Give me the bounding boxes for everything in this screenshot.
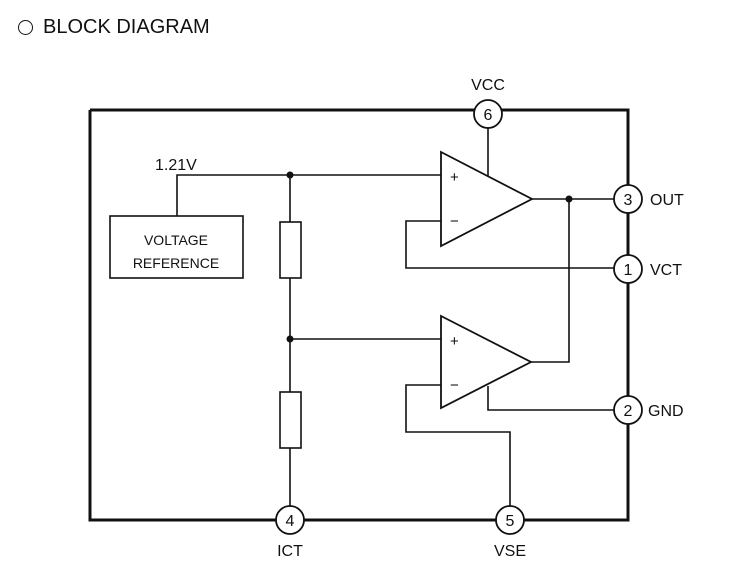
pin-2-number: 2 [624,403,633,420]
pin-1-circle [613,254,643,284]
pin-6-number: 6 [484,107,493,124]
junction-dot [286,171,294,179]
pin-5-circle [495,505,525,535]
ic-package-outline [88,108,630,522]
pin-4-number: 4 [286,513,295,530]
junction-dot [565,195,573,203]
resistor-upper [279,221,302,279]
diagram-title: BLOCK DIAGRAM [18,16,210,39]
pin-2-label: GND [648,403,684,420]
pin-4-circle [275,505,305,535]
bullet-circle-icon [18,20,33,35]
title-text: BLOCK DIAGRAM [43,16,210,38]
opamp-upper [440,150,534,248]
opamp-upper-plus: + [450,169,459,186]
pin-4-label: ICT [277,543,303,560]
voltage-reference-block [109,215,244,279]
pin-5-label: VSE [494,543,526,560]
pin-3-number: 3 [624,192,633,209]
vct-feedback-wire [405,220,615,269]
opamp-lower-output-wire [531,199,570,363]
reference-voltage-label: 1.21V [155,157,197,174]
voltage-reference-label-2: REFERENCE [133,255,219,271]
opamp-upper-minus: − [450,213,459,230]
pin-2-circle [613,395,643,425]
opamp-lower-plus: + [450,333,459,350]
pin-3-circle [613,184,643,214]
reference-wire [176,174,441,216]
vse-feedback-wire [405,384,511,507]
pin-1-label: VCT [650,262,682,279]
pin-5-number: 5 [506,513,515,530]
opamp-lower [440,314,533,410]
opamp-lower-minus: − [450,377,459,394]
pin-6-circle [473,99,503,129]
voltage-reference-label-1: VOLTAGE [144,232,208,248]
pin-3-label: OUT [650,192,684,209]
gnd-wire [487,386,615,411]
pin-6-label: VCC [471,77,505,94]
junction-dot [286,335,294,343]
resistor-lower [279,391,302,449]
pin-1-number: 1 [624,262,633,279]
